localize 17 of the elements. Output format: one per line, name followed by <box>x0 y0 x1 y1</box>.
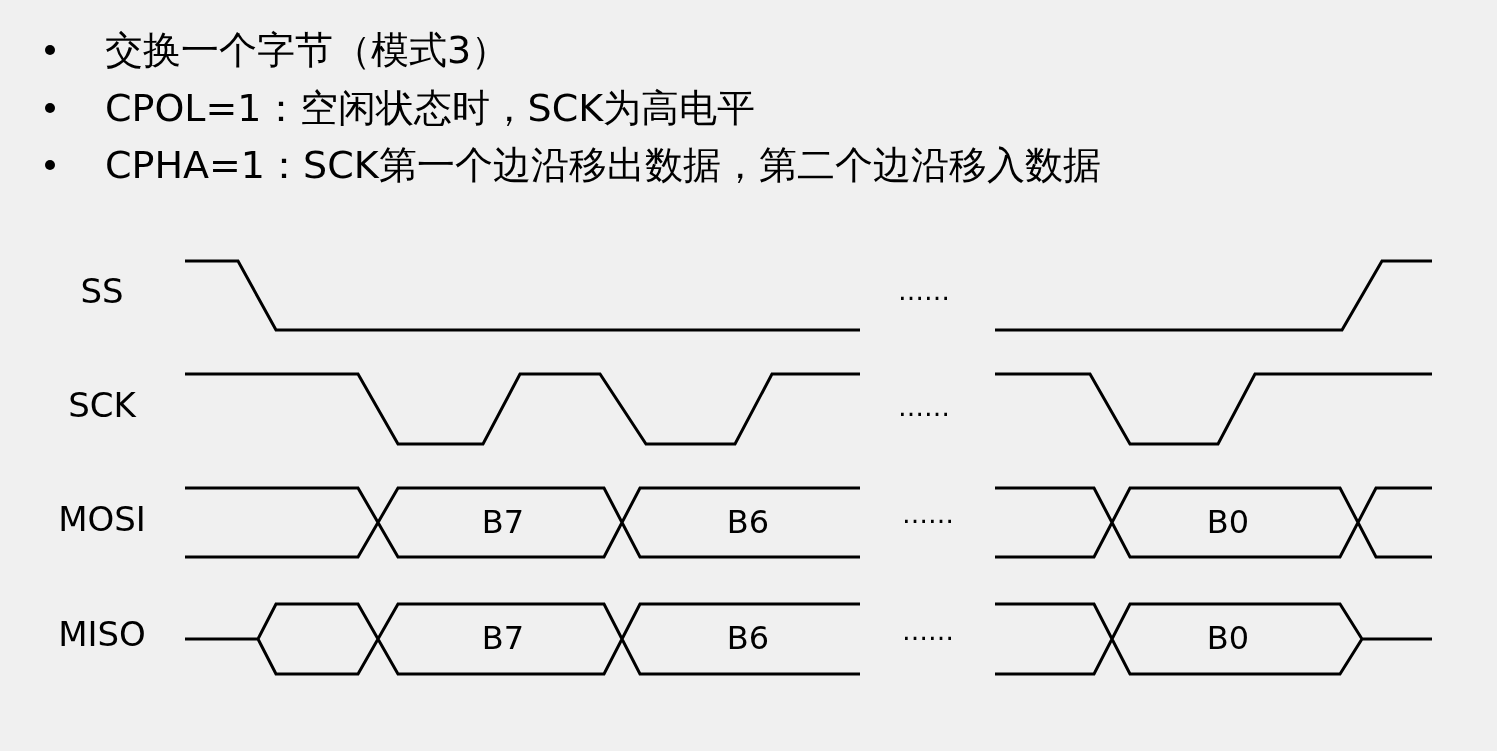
ellipsis: …… <box>902 501 954 527</box>
data-bit-label: B6 <box>726 506 770 538</box>
ellipsis: …… <box>898 394 950 420</box>
signal-name: SCK <box>68 388 136 422</box>
signal-name: MISO <box>58 617 146 651</box>
bullet-text: CPOL=1：空闲状态时，SCK为高电平 <box>105 89 756 127</box>
data-bit-label: B7 <box>481 506 525 538</box>
ellipsis: …… <box>902 618 954 644</box>
data-bit-label: B0 <box>1206 622 1250 654</box>
ellipsis: …… <box>898 278 950 304</box>
data-bit-label: B0 <box>1206 506 1250 538</box>
data-bit-label: B6 <box>726 622 770 654</box>
bullet-text: CPHA=1：SCK第一个边沿移出数据，第二个边沿移入数据 <box>105 146 1101 184</box>
signal-name: SS <box>80 274 124 308</box>
data-bit-label: B7 <box>481 622 525 654</box>
signal-name: MOSI <box>58 502 146 536</box>
bullet-text: 交换一个字节（模式3） <box>105 31 510 69</box>
